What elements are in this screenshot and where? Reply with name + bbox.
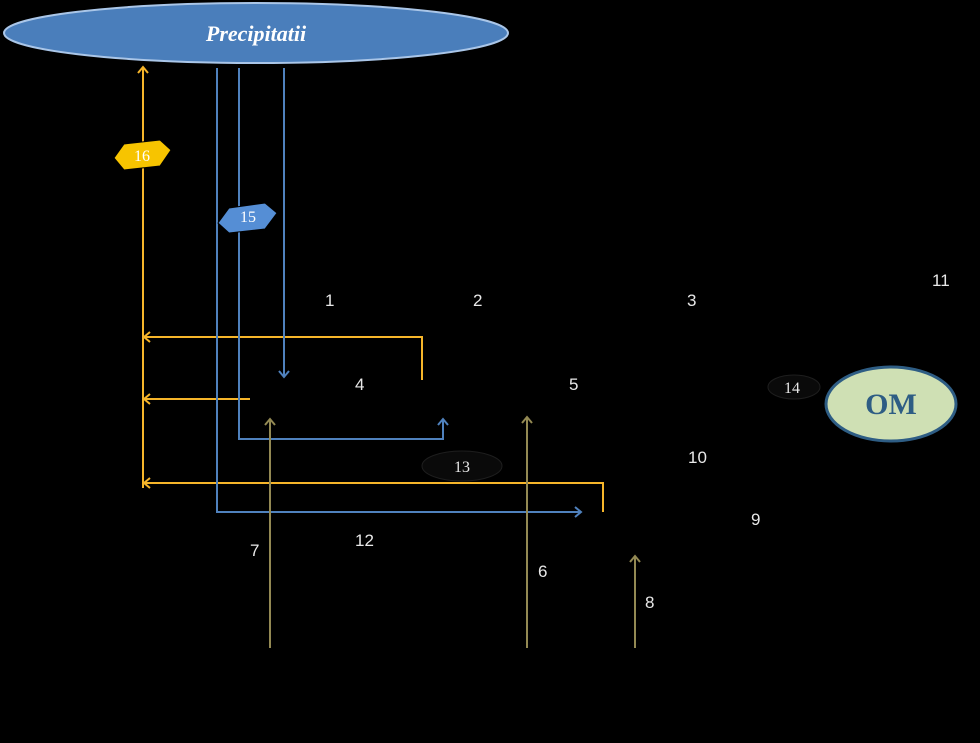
label-7: 7 <box>250 541 259 560</box>
badge-16: 16 <box>113 139 172 171</box>
badge-15-label: 15 <box>240 209 256 226</box>
label-12: 12 <box>355 531 374 550</box>
badge-13-label: 13 <box>454 459 470 476</box>
label-10: 10 <box>688 448 707 467</box>
label-5: 5 <box>569 375 578 394</box>
evaporation-branch-12 <box>142 477 604 512</box>
om-label: OM <box>865 388 917 421</box>
label-9: 9 <box>751 510 760 529</box>
badge-15: 15 <box>217 202 278 234</box>
badge-14: 14 <box>767 374 821 400</box>
precip-flow-to-5 <box>238 68 449 440</box>
label-11: 11 <box>932 271 950 290</box>
label-4: 4 <box>355 375 364 394</box>
label-8: 8 <box>645 593 654 612</box>
label-2: 2 <box>473 291 482 310</box>
label-6: 6 <box>538 562 547 581</box>
om-node: OM <box>824 365 958 443</box>
badge-13: 13 <box>421 450 503 482</box>
evaporation-lines <box>137 65 604 512</box>
precipitation-lines <box>216 68 583 518</box>
badge-16-label: 16 <box>134 148 150 165</box>
number-labels: 1 2 3 4 5 6 7 8 9 10 11 12 <box>250 271 950 612</box>
label-3: 3 <box>687 291 696 310</box>
evaporation-branch-1 <box>142 331 423 380</box>
label-1: 1 <box>325 291 334 310</box>
precip-flow-to-9 <box>216 68 583 518</box>
badge-14-label: 14 <box>784 380 800 397</box>
groundwater-lines <box>264 415 641 648</box>
precipitation-node: Precipitatii <box>3 2 509 64</box>
precipitation-label: Precipitatii <box>205 21 307 46</box>
